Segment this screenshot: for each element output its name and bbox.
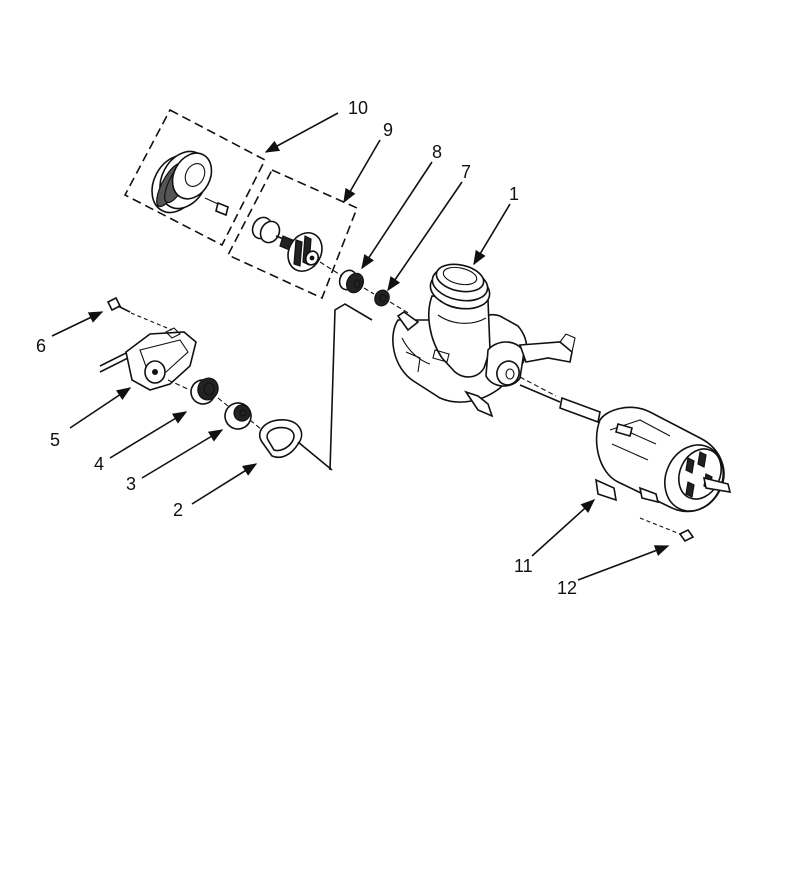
leader-6 [51, 311, 104, 337]
leader-arrows [51, 112, 670, 581]
part-10-assembly [123, 108, 267, 247]
callout-1: 1 [509, 184, 519, 204]
callout-labels: 10 9 8 7 1 6 5 4 3 2 11 12 [36, 98, 577, 598]
part-12-bolt [639, 517, 695, 543]
leader-12 [577, 545, 670, 581]
callout-5: 5 [50, 430, 60, 450]
exploded-alignment-line [329, 303, 373, 471]
leader-9 [343, 139, 381, 204]
callout-8: 8 [432, 142, 442, 162]
part-7-washer [374, 289, 390, 307]
part-11-motor [519, 384, 732, 513]
part-9-bushing [251, 216, 281, 244]
leader-4 [109, 411, 188, 459]
part-10-clip [204, 197, 229, 217]
part-4-ring [190, 377, 219, 405]
callout-3: 3 [126, 474, 136, 494]
part-6-screw [106, 296, 173, 331]
leader-2 [191, 463, 258, 505]
part-9-impeller [275, 232, 323, 272]
leader-1 [473, 203, 511, 266]
part-2-o-ring [259, 419, 303, 459]
leader-10 [264, 112, 339, 153]
callout-9: 9 [383, 120, 393, 140]
part-9-assembly [226, 168, 359, 300]
leader-8 [361, 161, 433, 270]
part-8-seal [338, 269, 364, 294]
assembly-center-lines [167, 261, 557, 471]
leader-5 [69, 387, 132, 429]
callout-6: 6 [36, 336, 46, 356]
part-3-gasket [224, 402, 252, 430]
callout-2: 2 [173, 500, 183, 520]
callout-11: 11 [514, 556, 533, 576]
callout-4: 4 [94, 454, 104, 474]
callout-7: 7 [461, 162, 471, 182]
callout-12: 12 [557, 578, 577, 598]
part-10-dashed-boundary [123, 108, 267, 247]
part-1-pump-housing [392, 263, 576, 418]
part-5-cover [99, 327, 197, 391]
leader-11 [531, 499, 596, 557]
part-9-dashed-boundary [226, 168, 359, 300]
leader-3 [141, 429, 224, 479]
callout-10: 10 [348, 98, 368, 118]
part-10-pulley [151, 150, 213, 214]
leader-7 [387, 181, 463, 292]
